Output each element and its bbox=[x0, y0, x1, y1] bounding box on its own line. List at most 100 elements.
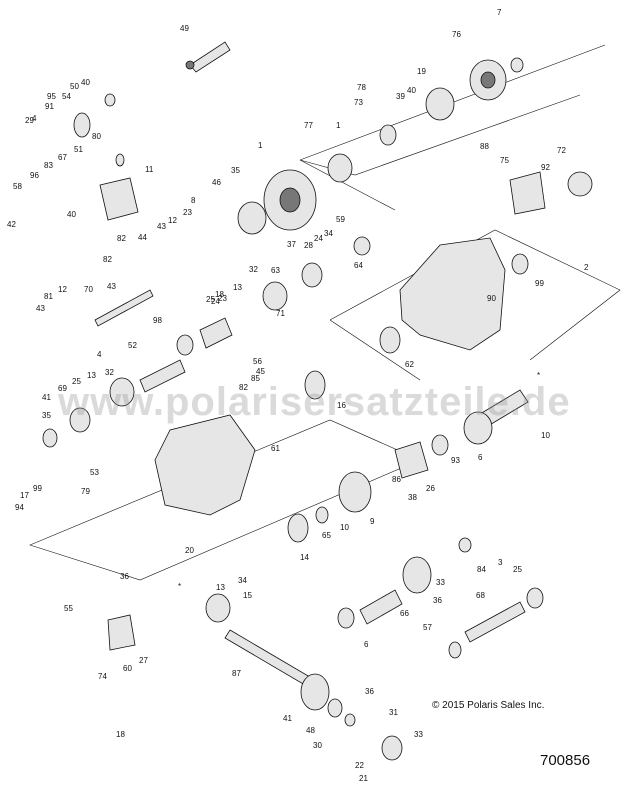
callout-number: 1 bbox=[336, 121, 341, 130]
callout-number: 28 bbox=[304, 241, 313, 250]
callout-number: 4 bbox=[97, 350, 102, 359]
callout-number: 92 bbox=[541, 163, 550, 172]
callout-number: 62 bbox=[405, 360, 414, 369]
callout-number: 82 bbox=[117, 234, 126, 243]
callout-number: 32 bbox=[249, 265, 258, 274]
callout-number: 75 bbox=[500, 156, 509, 165]
callout-number: 80 bbox=[92, 132, 101, 141]
callout-number: 13 bbox=[216, 583, 225, 592]
callout-number: 7 bbox=[497, 8, 502, 17]
callout-number: 3 bbox=[498, 558, 503, 567]
callout-number: 24 bbox=[314, 234, 323, 243]
drawing-number: 700856 bbox=[540, 752, 591, 769]
callout-number: 72 bbox=[557, 146, 566, 155]
output-shaft bbox=[107, 593, 403, 761]
callout-number: 30 bbox=[313, 741, 322, 750]
callout-number: 39 bbox=[396, 92, 405, 101]
callout-number: 96 bbox=[30, 171, 39, 180]
callout-number: 42 bbox=[7, 220, 16, 229]
callout-number: 67 bbox=[58, 153, 67, 162]
callout-number: 36 bbox=[120, 572, 129, 581]
callout-number: 54 bbox=[62, 92, 71, 101]
callout-number: 22 bbox=[355, 761, 364, 770]
callout-number: 65 bbox=[322, 531, 331, 540]
callout-number: 36 bbox=[365, 687, 374, 696]
callout-number: 43 bbox=[36, 304, 45, 313]
callout-number: 59 bbox=[336, 215, 345, 224]
callout-number: 49 bbox=[180, 24, 189, 33]
callout-number: 68 bbox=[476, 591, 485, 600]
callout-number: 56 bbox=[253, 357, 262, 366]
callout-number: 8 bbox=[191, 196, 196, 205]
callout-number: 82 bbox=[239, 383, 248, 392]
watermark-text: www.polarisersatzteile.de bbox=[58, 380, 571, 424]
callout-number: 69 bbox=[58, 384, 67, 393]
callout-number: 14 bbox=[300, 553, 309, 562]
callout-number: 15 bbox=[243, 591, 252, 600]
callout-number: 79 bbox=[81, 487, 90, 496]
callout-number: 27 bbox=[139, 656, 148, 665]
callout-number: 87 bbox=[232, 669, 241, 678]
callout-number: 90 bbox=[487, 294, 496, 303]
callout-number: 86 bbox=[392, 475, 401, 484]
callout-number: 1 bbox=[258, 141, 263, 150]
callout-number: 40 bbox=[67, 210, 76, 219]
callout-number: 12 bbox=[58, 285, 67, 294]
callout-number: 53 bbox=[90, 468, 99, 477]
housing-upper bbox=[399, 237, 506, 351]
group-box-housing bbox=[329, 229, 621, 381]
callout-number: 78 bbox=[357, 83, 366, 92]
callout-number: 58 bbox=[13, 182, 22, 191]
group-box-upper bbox=[299, 44, 606, 211]
callout-number: 77 bbox=[304, 121, 313, 130]
callout-number: 41 bbox=[42, 393, 51, 402]
callout-number: 71 bbox=[276, 309, 285, 318]
callout-number: 25 bbox=[513, 565, 522, 574]
callout-number: 34 bbox=[324, 229, 333, 238]
callout-number: 4 bbox=[32, 114, 37, 123]
callout-number: 64 bbox=[354, 261, 363, 270]
callout-number: 55 bbox=[64, 604, 73, 613]
callout-number: 82 bbox=[103, 255, 112, 264]
callout-number: 13 bbox=[87, 371, 96, 380]
callout-number: 85 bbox=[251, 374, 260, 383]
callout-number: 9 bbox=[370, 517, 375, 526]
callout-number: 18 bbox=[215, 290, 224, 299]
callout-number: 26 bbox=[426, 484, 435, 493]
callout-number: 73 bbox=[354, 98, 363, 107]
callout-number: 31 bbox=[389, 708, 398, 717]
asterisk-marker: * bbox=[537, 371, 540, 380]
callout-number: 2 bbox=[584, 263, 589, 272]
callout-number: 37 bbox=[287, 240, 296, 249]
callout-number: 25 bbox=[72, 377, 81, 386]
callout-number: 33 bbox=[436, 578, 445, 587]
callout-number: 60 bbox=[123, 664, 132, 673]
callout-number: 83 bbox=[44, 161, 53, 170]
callout-number: 50 bbox=[70, 82, 79, 91]
group-box-upper-edge bbox=[299, 94, 581, 176]
callout-number: 40 bbox=[407, 86, 416, 95]
callout-number: 40 bbox=[81, 78, 90, 87]
callout-number: 51 bbox=[74, 145, 83, 154]
callout-number: 35 bbox=[42, 411, 51, 420]
callout-number: 10 bbox=[541, 431, 550, 440]
callout-layer: 4977640505495912941978733940177180516783… bbox=[7, 8, 589, 783]
callout-number: 61 bbox=[271, 444, 280, 453]
callout-number: 43 bbox=[157, 222, 166, 231]
callout-number: 11 bbox=[145, 165, 154, 174]
callout-number: 44 bbox=[138, 233, 147, 242]
callout-number: 93 bbox=[451, 456, 460, 465]
callout-number: 76 bbox=[452, 30, 461, 39]
callout-number: 12 bbox=[168, 216, 177, 225]
callout-number: 25 bbox=[206, 295, 215, 304]
callout-number: 46 bbox=[212, 178, 221, 187]
callout-number: 18 bbox=[116, 730, 125, 739]
callout-number: 88 bbox=[480, 142, 489, 151]
callout-number: 38 bbox=[408, 493, 417, 502]
callout-number: 29 bbox=[25, 116, 34, 125]
upper-shaft-parts bbox=[185, 41, 593, 235]
asterisk-marker: * bbox=[178, 582, 181, 591]
middle-gears bbox=[42, 236, 529, 479]
housing-lower bbox=[154, 414, 256, 516]
